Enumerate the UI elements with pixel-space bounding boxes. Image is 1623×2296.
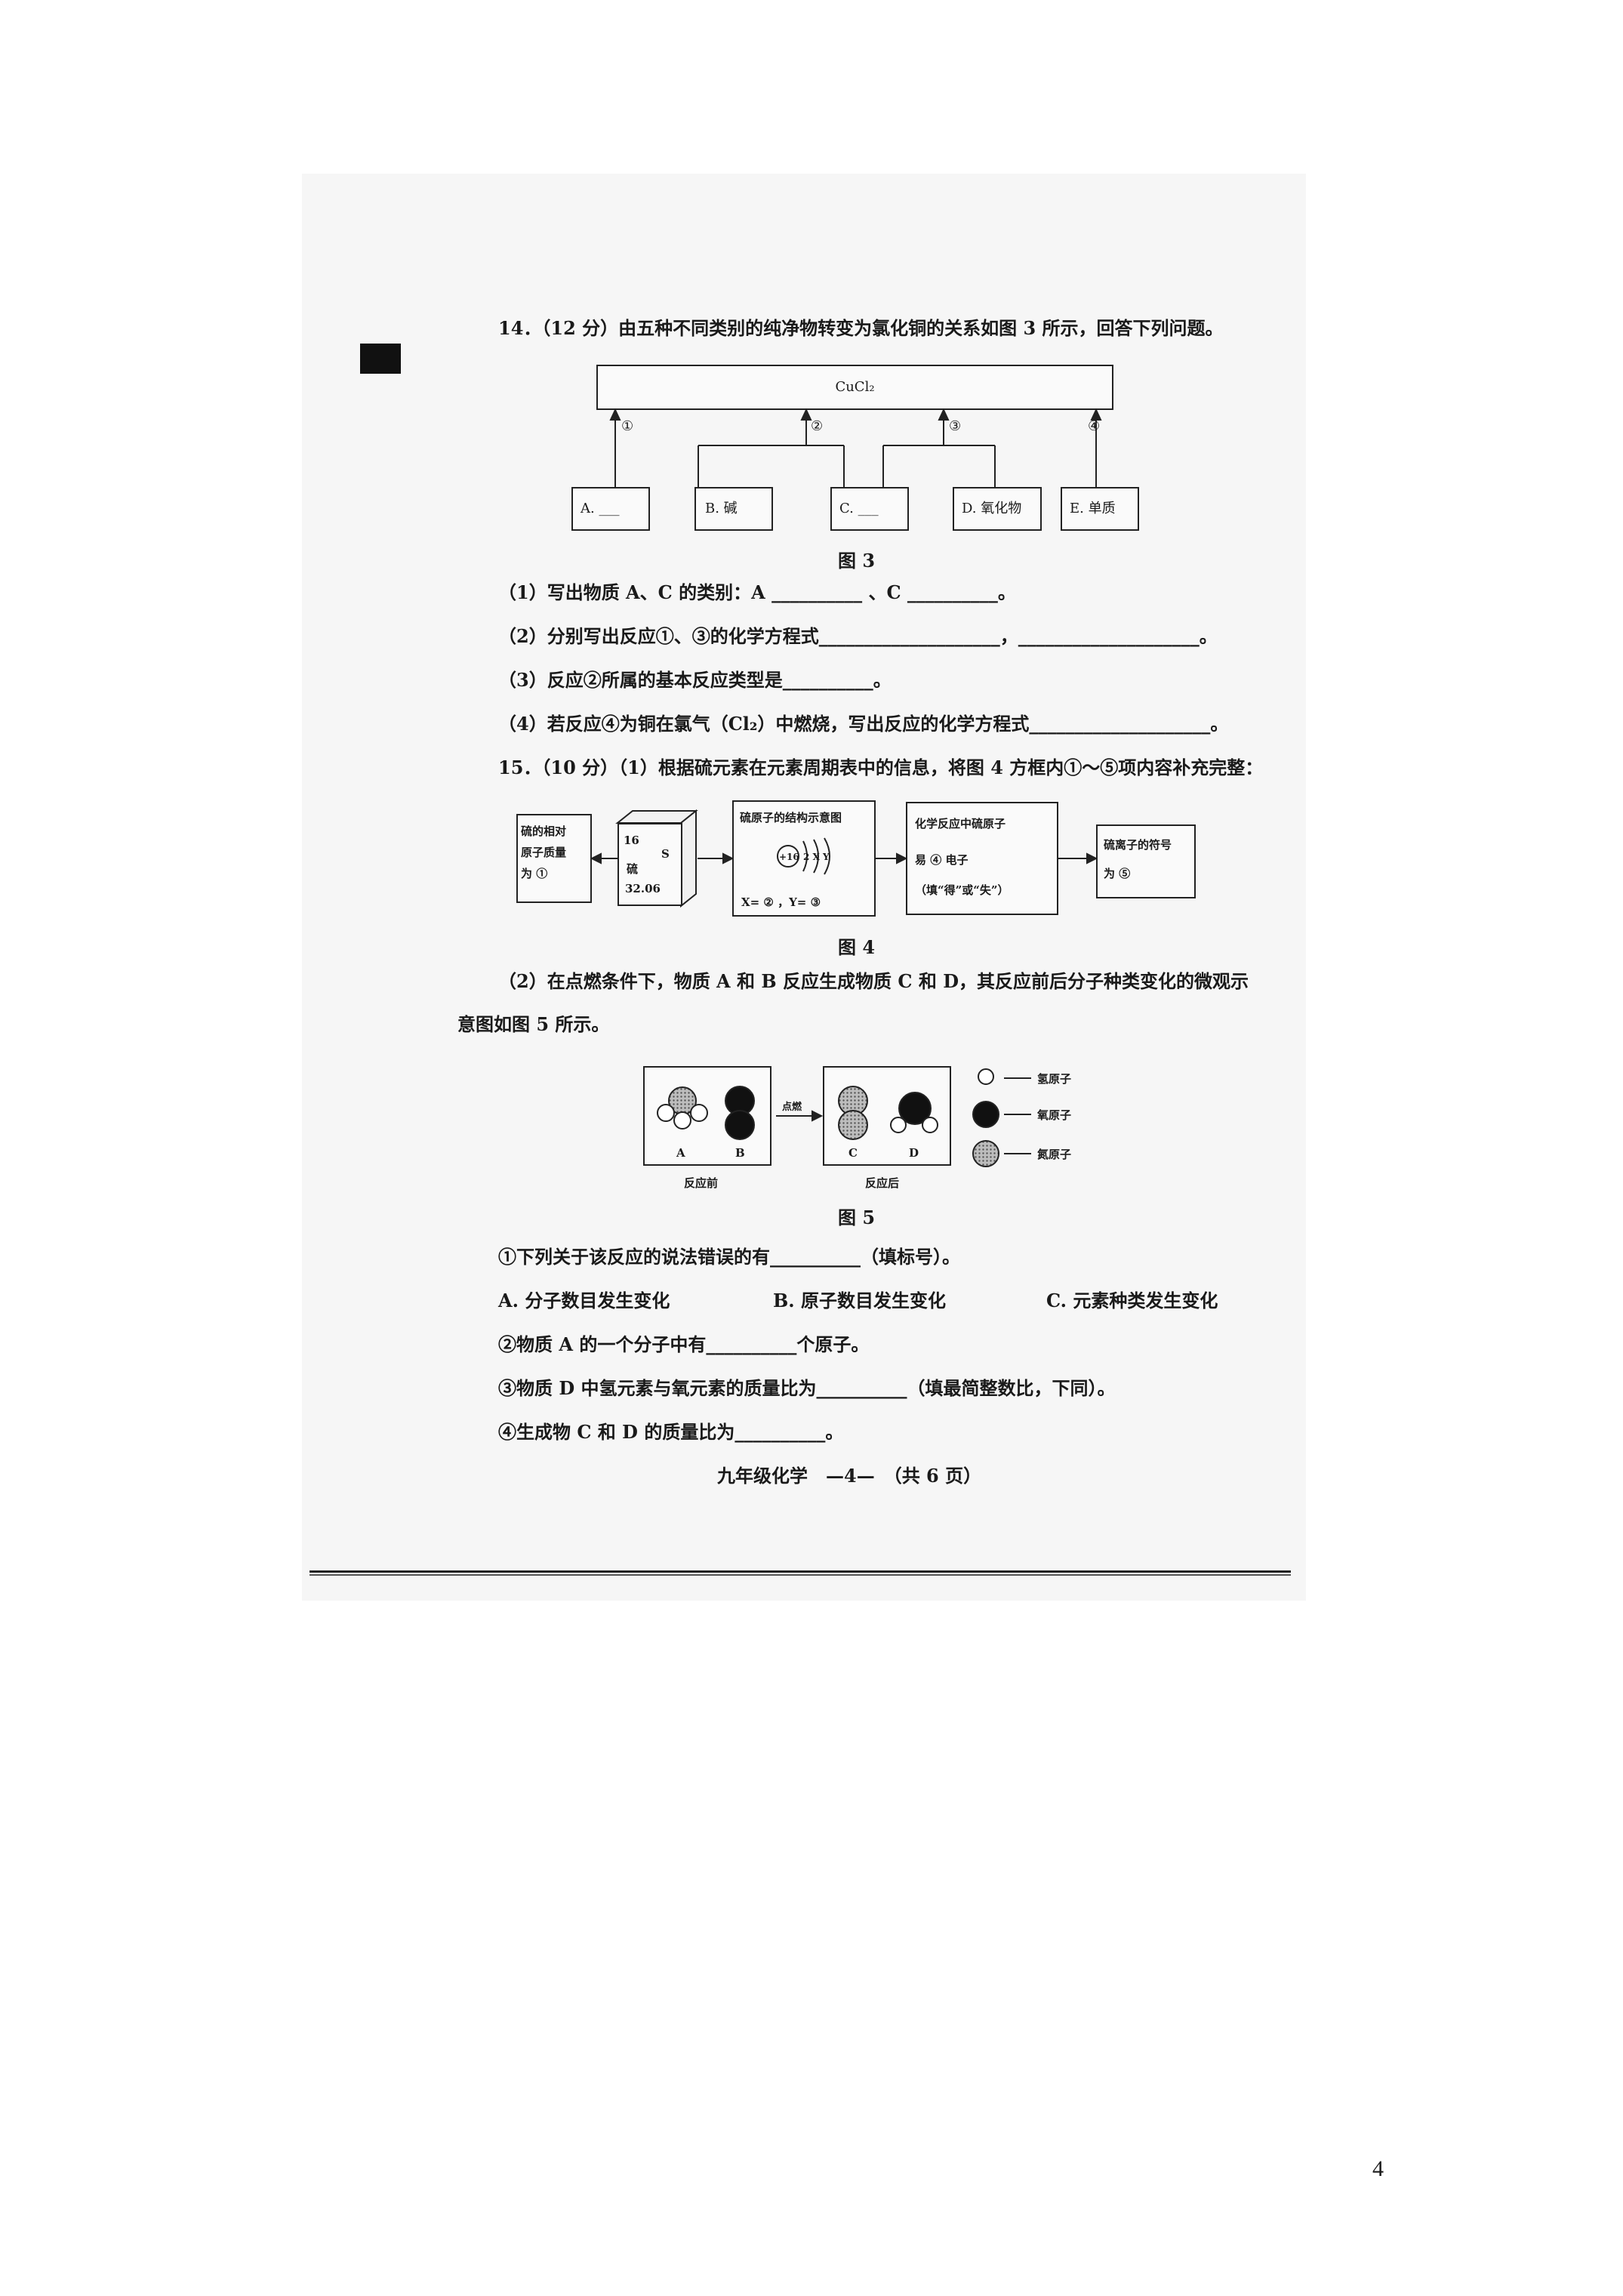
arrow-label-1: ① <box>621 418 634 434</box>
q15-sub3: ③物质 D 中氢元素与氧元素的质量比为__________（填最简整数比，下同）… <box>498 1377 1116 1399</box>
black-marker <box>360 344 401 374</box>
q15-part2-line2: 意图如图 5 所示。 <box>457 1013 610 1035</box>
q14-line-4: （4）若反应④为铜在氯气（Cl₂）中燃烧，写出反应的化学方程式_________… <box>498 713 1229 735</box>
fig5-label-d: D <box>909 1146 919 1160</box>
page-number: 4 <box>1372 2156 1384 2181</box>
fig4-box-reaction: 化学反应中硫原子 易 ④ 电子 （填“得”或“失”） <box>906 802 1058 915</box>
arrow-label-4: ④ <box>1088 418 1101 434</box>
q14-line-1: （1）写出物质 A、C 的类别：A __________ 、C ________… <box>498 581 1016 603</box>
q15-title: 15．（10 分）（1）根据硫元素在元素周期表中的信息，将图 4 方框内①～⑤项… <box>498 757 1264 778</box>
fig4-caption: 图 4 <box>838 936 876 958</box>
fig5-before-caption: 反应前 <box>684 1176 719 1190</box>
cucl2-box: CuCl₂ <box>596 365 1113 410</box>
fig5-after-caption: 反应后 <box>865 1176 900 1190</box>
shell-labels: 2 X Y <box>803 852 830 862</box>
q14-line-3: （3）反应②所属的基本反应类型是__________。 <box>498 669 892 691</box>
fig4-box-ion: 硫离子的符号 为 ⑤ <box>1096 824 1196 898</box>
nucleus-charge: +16 <box>779 852 799 862</box>
q15-sub2: ②物质 A 的一个分子中有__________个原子。 <box>498 1333 870 1355</box>
q15-sub1: ①下列关于该反应的说法错误的有__________（填标号）。 <box>498 1246 960 1268</box>
box-b: B. 碱 <box>694 487 773 531</box>
fig4-box-mass: 硫的相对 原子质量 为 ① <box>516 814 592 903</box>
page-footer: 九年级化学 —4— （共 6 页） <box>717 1465 982 1487</box>
legend-hydrogen: 氢原子 <box>1037 1072 1072 1086</box>
bottom-rule <box>310 1570 1291 1573</box>
arrow-label-2: ② <box>811 418 824 434</box>
fig5-condition: 点燃 <box>782 1102 802 1113</box>
box-e: E. 单质 <box>1061 487 1139 531</box>
box-a: A. ___ <box>571 487 650 531</box>
option-b: B. 原子数目发生变化 <box>773 1290 946 1311</box>
q15-part2-line1: （2）在点燃条件下，物质 A 和 B 反应生成物质 C 和 D，其反应前后分子种… <box>498 970 1249 992</box>
option-a: A. 分子数目发生变化 <box>498 1290 670 1311</box>
fig4-element-card: 16 S 硫 32.06 <box>617 823 682 906</box>
atom-structure-diagram <box>777 837 830 875</box>
box-d: D. 氧化物 <box>953 487 1042 531</box>
option-c: C. 元素种类发生变化 <box>1046 1290 1218 1311</box>
bottom-rule-shadow <box>310 1574 1291 1576</box>
fig5-label-c: C <box>848 1146 858 1160</box>
fig3-caption: 图 3 <box>838 550 876 572</box>
fig4-box-structure: 硫原子的结构示意图 +16 2 X Y X= ② ，Y= ③ <box>732 800 876 917</box>
legend-nitrogen: 氮原子 <box>1037 1148 1072 1161</box>
fig5-label-a: A <box>676 1146 685 1160</box>
legend-oxygen: 氧原子 <box>1037 1108 1072 1122</box>
fig5-caption: 图 5 <box>838 1207 876 1228</box>
q15-sub4: ④生成物 C 和 D 的质量比为__________。 <box>498 1421 844 1443</box>
q14-title: 14．（12 分）由五种不同类别的纯净物转变为氯化铜的关系如图 3 所示，回答下… <box>498 317 1224 339</box>
arrow-label-3: ③ <box>949 418 962 434</box>
q14-line-2: （2）分别写出反应①、③的化学方程式____________________，_… <box>498 625 1218 647</box>
box-c: C. ___ <box>830 487 909 531</box>
fig5-label-b: B <box>735 1146 745 1160</box>
